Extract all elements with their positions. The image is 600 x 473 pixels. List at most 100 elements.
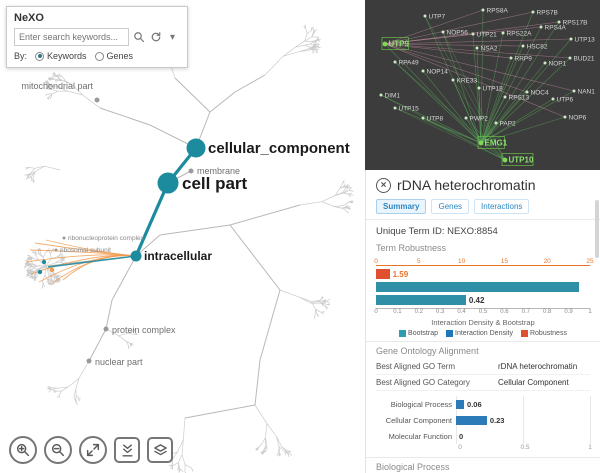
radio-icon[interactable] [94, 51, 104, 61]
scrollbar-thumb[interactable] [595, 200, 599, 258]
gene-node-label[interactable]: RPS17B [563, 20, 588, 27]
expand-depth-button[interactable] [114, 437, 140, 463]
gene-node[interactable] [502, 157, 508, 163]
gene-node[interactable] [543, 61, 547, 65]
tree-node-cell-part[interactable] [157, 172, 179, 194]
gene-node-label[interactable]: NOP6 [569, 115, 587, 122]
gene-node[interactable] [393, 106, 397, 110]
gene-node-label[interactable]: HSC82 [527, 44, 548, 51]
gene-node[interactable] [481, 8, 485, 12]
gene-node[interactable] [494, 121, 498, 125]
gene-node[interactable] [503, 95, 507, 99]
gene-node[interactable] [423, 14, 427, 18]
gene-node[interactable] [379, 93, 383, 97]
gene-node-label[interactable]: UTP21 [477, 32, 498, 39]
tree-node[interactable] [62, 236, 66, 240]
gene-node[interactable] [382, 41, 388, 47]
gene-node-label[interactable]: RPS22A [507, 31, 533, 38]
gene-node[interactable] [393, 60, 397, 64]
gene-node-label[interactable]: UTP13 [575, 37, 596, 44]
radio-icon[interactable] [35, 51, 45, 61]
gene-node[interactable] [464, 116, 468, 120]
gene-node-label[interactable]: RPS8A [487, 8, 509, 15]
search-input[interactable] [14, 28, 129, 46]
gene-interaction-network[interactable]: UTP7 RPS8A RPS7B RPS17B NOP56 UTP21 RPS22A RPS4… [365, 0, 600, 170]
close-icon[interactable]: × [376, 177, 391, 193]
tab-interactions[interactable]: Interactions [474, 199, 530, 214]
selected-term-node[interactable] [49, 267, 55, 273]
search-mode-keywords[interactable]: Keywords [35, 51, 87, 61]
tree-node[interactable] [94, 97, 100, 103]
gene-node-label[interactable]: UTP15 [399, 106, 420, 113]
gene-node-label[interactable]: UTP7 [429, 14, 446, 21]
caret-down-icon[interactable]: ▾ [165, 29, 180, 45]
gene-node-label[interactable]: RPS7B [537, 10, 558, 17]
tree-node[interactable] [103, 326, 109, 332]
tree-node-intracellular[interactable] [130, 250, 142, 262]
gene-node-label[interactable]: UTP8 [427, 116, 444, 123]
gene-node-label[interactable]: PWP2 [470, 116, 489, 123]
gene-node[interactable] [471, 32, 475, 36]
gene-node[interactable] [539, 25, 543, 29]
selected-term-node[interactable] [41, 259, 47, 265]
gene-node-label[interactable]: DIM1 [385, 93, 401, 100]
zoom-out-button[interactable] [44, 436, 72, 464]
gene-node-label[interactable]: EMG1 [485, 139, 508, 148]
gene-node-label[interactable]: UTP18 [483, 86, 504, 93]
gene-node[interactable] [451, 78, 455, 82]
gene-node-label[interactable]: RPS4A [545, 25, 567, 32]
tab-summary[interactable]: Summary [376, 199, 427, 214]
gene-node-label[interactable]: RRP9 [515, 56, 533, 63]
gene-node-label[interactable]: RPA49 [399, 60, 419, 67]
gene-node-label[interactable]: NOP14 [427, 69, 449, 76]
gene-node[interactable] [572, 89, 576, 93]
axis-tick: 0.4 [457, 309, 466, 315]
gene-node-label[interactable]: NSA2 [481, 46, 498, 53]
gene-node-label[interactable]: PAP2 [500, 121, 517, 128]
gene-node-label[interactable]: UTP6 [557, 97, 574, 104]
gene-node[interactable] [568, 56, 572, 60]
gene-node[interactable] [525, 90, 529, 94]
gene-node-label[interactable]: NOP56 [447, 30, 469, 37]
layers-button[interactable] [147, 437, 173, 463]
tree-node-cellular_component[interactable] [186, 138, 206, 158]
gene-node[interactable] [509, 56, 513, 60]
tree-node[interactable] [86, 358, 92, 364]
gene-node[interactable] [563, 115, 567, 119]
gene-node[interactable] [478, 140, 484, 146]
reset-icon[interactable] [148, 29, 163, 45]
gene-node-label[interactable]: NOP1 [549, 61, 567, 68]
gene-node-label[interactable]: KRE33 [457, 78, 478, 85]
selected-gene-box [477, 136, 505, 149]
gene-node-label[interactable]: RPS13 [509, 95, 530, 102]
tree-node[interactable] [188, 168, 194, 174]
gene-node-label[interactable]: NOC4 [531, 90, 549, 97]
gene-node[interactable] [441, 30, 445, 34]
network-edge [384, 33, 474, 45]
gene-node[interactable] [569, 37, 573, 41]
gene-node[interactable] [521, 44, 525, 48]
gene-node[interactable] [557, 20, 561, 24]
fit-to-screen-button[interactable] [79, 436, 107, 464]
selected-term-node[interactable] [37, 269, 43, 275]
gene-node[interactable] [531, 10, 535, 14]
gene-node[interactable] [551, 97, 555, 101]
tab-genes[interactable]: Genes [431, 199, 470, 214]
search-icon[interactable] [131, 29, 146, 45]
zoom-in-button[interactable] [9, 436, 37, 464]
gene-node[interactable] [475, 46, 479, 50]
interaction-network-panel[interactable]: UTP7 RPS8A RPS7B RPS17B NOP56 UTP21 RPS22A RPS4… [365, 0, 600, 170]
gene-node-label[interactable]: UTP9 [389, 40, 410, 49]
gene-node-label[interactable]: NAN1 [578, 89, 596, 96]
gene-node[interactable] [477, 86, 481, 90]
gene-node[interactable] [421, 116, 425, 120]
search-mode-genes[interactable]: Genes [94, 51, 133, 61]
gene-node[interactable] [501, 31, 505, 35]
tree-node[interactable] [54, 248, 58, 252]
gene-node-label[interactable]: UTP10 [509, 156, 534, 165]
gene-node[interactable] [421, 69, 425, 73]
gene-node-label[interactable]: BUD21 [574, 56, 595, 63]
